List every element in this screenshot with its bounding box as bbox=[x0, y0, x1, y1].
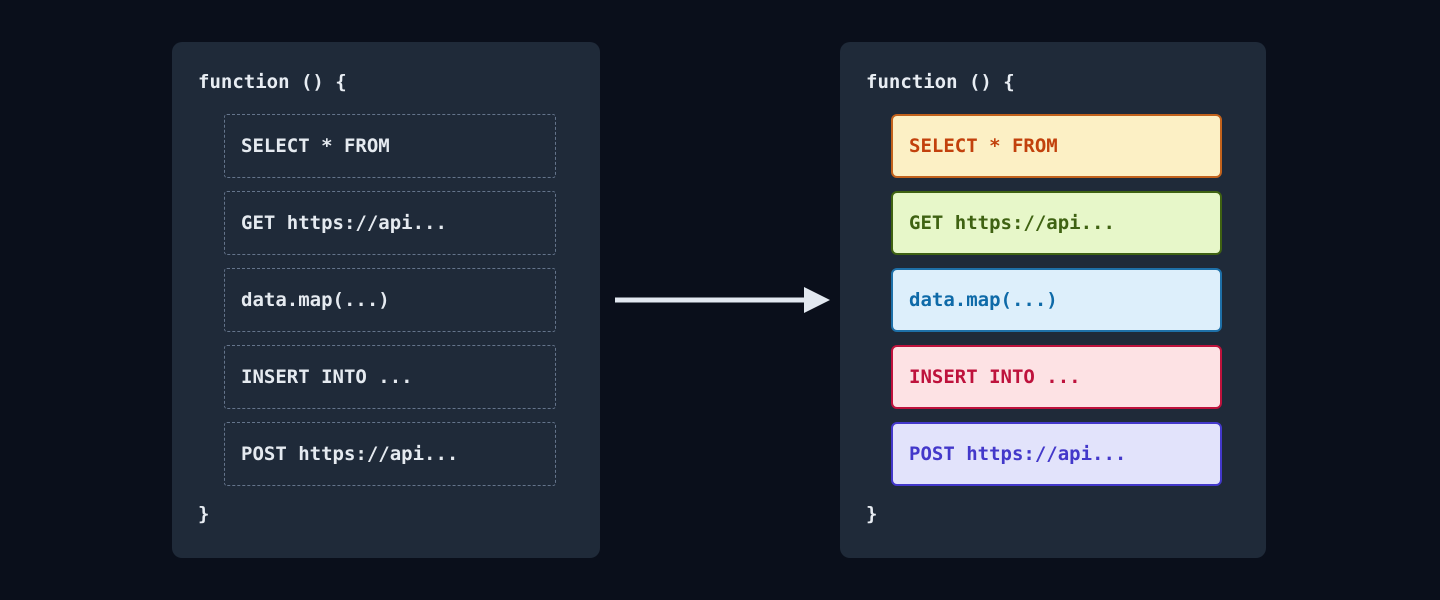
code-block-select-from-highlighted: SELECT * FROM bbox=[891, 114, 1222, 178]
code-block-label: GET https://api... bbox=[909, 212, 1115, 234]
raw-code-block-list: SELECT * FROM GET https://api... data.ma… bbox=[224, 114, 556, 486]
function-open-line: function () { bbox=[866, 71, 1015, 93]
code-block-label: POST https://api... bbox=[909, 443, 1127, 465]
code-block-post-api: POST https://api... bbox=[224, 422, 556, 486]
code-block-label: data.map(...) bbox=[241, 289, 390, 311]
code-block-get-api-highlighted: GET https://api... bbox=[891, 191, 1222, 255]
code-block-label: INSERT INTO ... bbox=[909, 366, 1081, 388]
code-block-insert-into-highlighted: INSERT INTO ... bbox=[891, 345, 1222, 409]
highlighted-code-block-list: SELECT * FROM GET https://api... data.ma… bbox=[891, 114, 1222, 486]
code-block-insert-into: INSERT INTO ... bbox=[224, 345, 556, 409]
code-block-post-api-highlighted: POST https://api... bbox=[891, 422, 1222, 486]
transform-arrow-icon bbox=[600, 280, 840, 320]
code-block-data-map: data.map(...) bbox=[224, 268, 556, 332]
code-block-select-from: SELECT * FROM bbox=[224, 114, 556, 178]
code-block-label: POST https://api... bbox=[241, 443, 459, 465]
highlighted-code-panel: function () { SELECT * FROM GET https://… bbox=[840, 42, 1266, 558]
code-block-get-api: GET https://api... bbox=[224, 191, 556, 255]
code-block-label: GET https://api... bbox=[241, 212, 447, 234]
function-open-line: function () { bbox=[198, 71, 347, 93]
code-block-label: SELECT * FROM bbox=[241, 135, 390, 157]
code-block-data-map-highlighted: data.map(...) bbox=[891, 268, 1222, 332]
function-close-line: } bbox=[866, 503, 878, 525]
raw-code-panel: function () { SELECT * FROM GET https://… bbox=[172, 42, 600, 558]
code-block-label: INSERT INTO ... bbox=[241, 366, 413, 388]
code-block-label: data.map(...) bbox=[909, 289, 1058, 311]
code-block-label: SELECT * FROM bbox=[909, 135, 1058, 157]
function-close-line: } bbox=[198, 503, 210, 525]
